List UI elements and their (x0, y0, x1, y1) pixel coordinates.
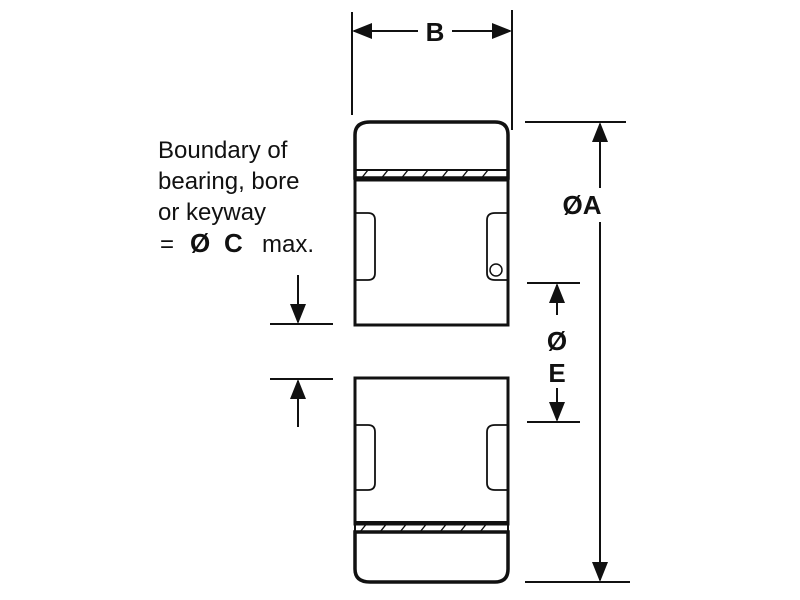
recess-right-lower (486, 424, 508, 491)
note-line-1: Boundary of (158, 137, 288, 164)
dimension-b: B (351, 10, 513, 130)
label-e-symbol: Ø (547, 326, 567, 356)
note-equals: = (160, 231, 174, 258)
note-line-2: bearing, bore (158, 168, 299, 195)
note-line-3: or keyway (158, 199, 266, 226)
tire-upper (353, 120, 510, 180)
dimension-e: Ø E (527, 282, 580, 423)
tire-lower (353, 530, 510, 584)
recess-left-lower (355, 424, 376, 491)
wheel-upper-section (353, 120, 510, 327)
bore-note: Boundary of bearing, bore or keyway = Ø … (158, 137, 314, 258)
note-max: max. (262, 231, 314, 258)
dimension-c (270, 275, 333, 427)
hub-lower (353, 376, 510, 526)
label-a: ØA (563, 190, 602, 220)
grease-fitting-icon (489, 263, 503, 277)
label-c: C (224, 228, 243, 258)
label-b: B (426, 17, 445, 47)
label-c-symbol: Ø (190, 228, 210, 258)
hub-upper (353, 178, 510, 327)
wheel-lower-section (353, 376, 510, 584)
label-e: E (548, 358, 565, 388)
recess-right-upper (486, 212, 508, 281)
dimension-a: ØA (525, 121, 630, 583)
recess-left-upper (355, 212, 376, 281)
